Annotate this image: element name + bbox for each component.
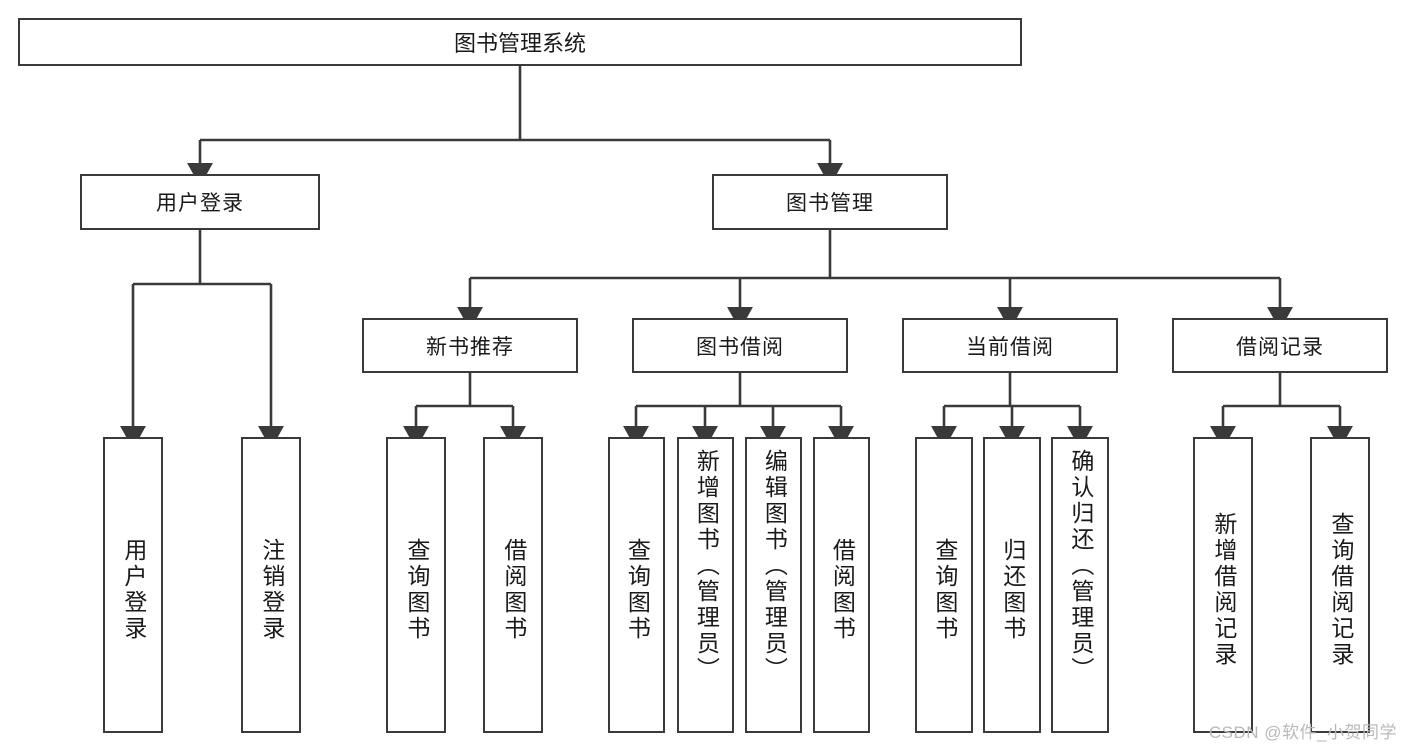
leaf-logout-label: 注销登录 <box>258 538 285 642</box>
node-root[interactable]: 图书管理系统 <box>18 18 1022 66</box>
node-current-borrow-label: 当前借阅 <box>966 335 1054 359</box>
leaf-query-book-current-label: 查询图书 <box>931 538 958 642</box>
node-book-borrow-label: 图书借阅 <box>696 335 784 359</box>
node-user-login[interactable]: 用户登录 <box>80 174 320 230</box>
leaf-add-borrow-record[interactable]: 新增借阅记录 <box>1193 437 1253 733</box>
node-book-management-label: 图书管理 <box>786 192 874 215</box>
leaf-query-book-borrow[interactable]: 查询图书 <box>608 437 665 733</box>
leaf-add-book-admin[interactable]: 新增图书（管理员） <box>677 437 734 733</box>
node-user-login-label: 用户登录 <box>156 192 244 215</box>
leaf-query-book-borrow-label: 查询图书 <box>624 538 651 642</box>
watermark-text: CSDN @软件_小贺同学 <box>1208 723 1397 742</box>
leaf-borrow-book[interactable]: 借阅图书 <box>813 437 870 733</box>
leaf-add-borrow-record-label: 新增借阅记录 <box>1210 512 1237 668</box>
leaf-query-borrow-record-label: 查询借阅记录 <box>1327 512 1354 668</box>
leaf-borrow-book-label: 借阅图书 <box>829 538 856 642</box>
node-current-borrow[interactable]: 当前借阅 <box>902 318 1118 373</box>
leaf-return-book-label: 归还图书 <box>999 538 1026 642</box>
leaf-return-book[interactable]: 归还图书 <box>983 437 1041 733</box>
leaf-confirm-return-admin[interactable]: 确认归还（管理员） <box>1051 437 1109 733</box>
leaf-user-login[interactable]: 用户登录 <box>103 437 163 733</box>
node-new-book-recommend[interactable]: 新书推荐 <box>362 318 578 373</box>
leaf-logout[interactable]: 注销登录 <box>241 437 301 733</box>
leaf-query-borrow-record[interactable]: 查询借阅记录 <box>1310 437 1370 733</box>
leaf-edit-book-admin-label: 编辑图书（管理员） <box>761 449 788 683</box>
leaf-add-book-admin-label: 新增图书（管理员） <box>693 449 720 683</box>
leaf-user-login-label: 用户登录 <box>120 538 147 642</box>
leaf-borrow-book-recommend-label: 借阅图书 <box>500 538 527 642</box>
node-book-management[interactable]: 图书管理 <box>712 174 948 230</box>
leaf-query-book-recommend[interactable]: 查询图书 <box>386 437 446 733</box>
leaf-query-book-current[interactable]: 查询图书 <box>915 437 973 733</box>
node-book-borrow[interactable]: 图书借阅 <box>632 318 848 373</box>
node-borrow-record[interactable]: 借阅记录 <box>1172 318 1388 373</box>
leaf-query-book-recommend-label: 查询图书 <box>403 538 430 642</box>
leaf-edit-book-admin[interactable]: 编辑图书（管理员） <box>745 437 802 733</box>
leaf-borrow-book-recommend[interactable]: 借阅图书 <box>483 437 543 733</box>
node-borrow-record-label: 借阅记录 <box>1236 335 1324 359</box>
node-root-label: 图书管理系统 <box>453 31 586 56</box>
node-new-book-recommend-label: 新书推荐 <box>426 335 514 359</box>
leaf-confirm-return-admin-label: 确认归还（管理员） <box>1067 449 1094 683</box>
